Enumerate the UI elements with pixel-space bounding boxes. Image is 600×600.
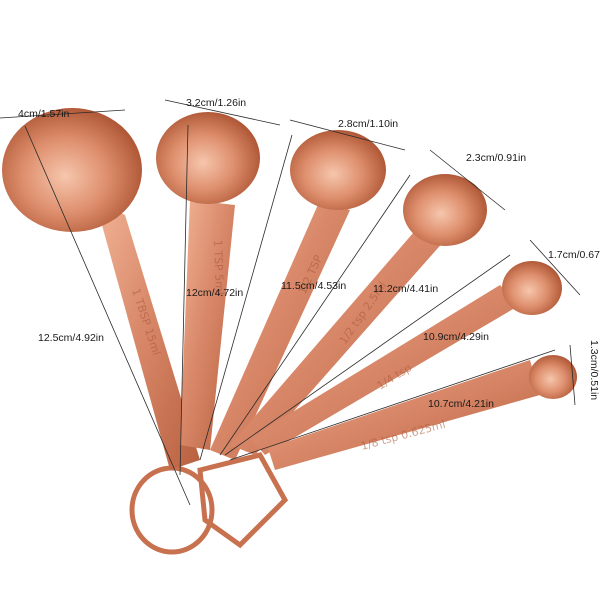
spoon-2: 1 TSP 5ml (156, 112, 260, 450)
spoon-6-length-label: 10.7cm/4.21in (428, 398, 494, 410)
dimension-lines (0, 99, 581, 506)
spoon-5: 1/4 tsp (250, 261, 562, 455)
spoon-2-engraving: 1 TSP 5ml (211, 240, 226, 296)
spoon-1: 1 TBSP 15ml (2, 108, 200, 470)
spoon-1-length-label: 12.5cm/4.92in (38, 332, 104, 344)
measurement-labels: 4cm/1.57in 3.2cm/1.26in 2.8cm/1.10in 2.3… (18, 97, 600, 410)
spoon-1-head-label: 4cm/1.57in (18, 108, 70, 120)
spoon-5-length-label: 10.9cm/4.29in (423, 331, 489, 343)
spoon-2-head-label: 3.2cm/1.26in (186, 97, 246, 109)
spoon-5-head-label: 1.7cm/0.67in (548, 249, 600, 261)
spoon-3: 1/2 TSP (210, 130, 386, 460)
spoon-6: 1/8 tsp 0.625ml (268, 355, 577, 470)
spoon-4-head-label: 2.3cm/0.91in (466, 152, 526, 164)
spoon-3-length-label: 11.5cm/4.53in (281, 280, 346, 292)
spoon-4-length-label: 11.2cm/4.41in (373, 283, 438, 295)
key-ring (129, 452, 289, 555)
spoon-6-head-label: 1.3cm/0.51in (588, 340, 600, 400)
spoon-2-length-label: 12cm/4.72in (186, 287, 243, 299)
spoon-3-head-label: 2.8cm/1.10in (338, 118, 398, 130)
